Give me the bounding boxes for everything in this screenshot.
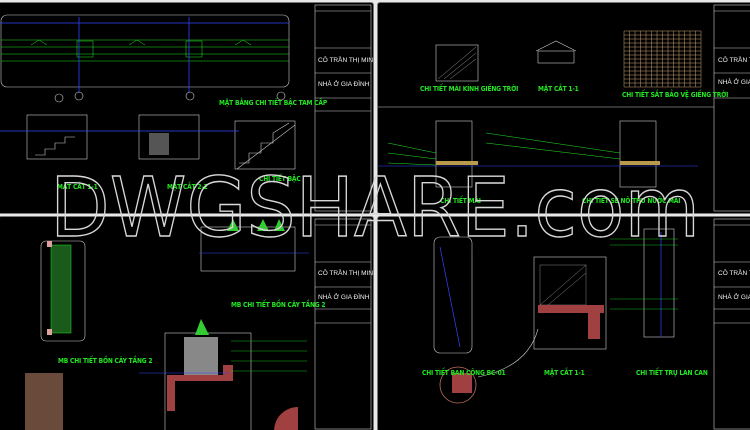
sheet-balcony-detail: CHI TIẾT BAN CÔNG BC-01 MẶT CẮT 1-1 CHI … <box>377 216 750 430</box>
balcony-drawing <box>433 218 750 430</box>
label-stair-plan: MẶT BẰNG CHI TIẾT BẬC TAM CẤP <box>219 99 328 107</box>
label-railing-post: CHI TIẾT TRỤ LAN CAN <box>636 369 708 377</box>
label-planter-elevation: MB CHI TIẾT BỒN CÂY TẦNG 2 <box>231 301 326 309</box>
label-gutter-detail: CHI TIẾT SÊ NÔ THU NƯỚC MÁI <box>582 197 681 205</box>
title-block-owner: CÔ TRẦN THỊ MINH <box>318 57 374 64</box>
label-step-detail: CHI TIẾT BẬC <box>259 175 301 183</box>
label-roof-detail: CHI TIẾT MÁI <box>440 197 481 205</box>
label-planter-plan: MB CHI TIẾT BỒN CÂY TẦNG 2 <box>58 357 153 365</box>
label-section-1-1: MẶT CẮT 1-1 <box>544 369 585 377</box>
title-block-owner: CÔ TRẦN THỊ MINH <box>718 270 750 277</box>
title-block-owner: CÔ TRẦN THỊ MINH <box>718 57 750 64</box>
sheet-skylight-detail: CHI TIẾT MÁI KÍNH GIẾNG TRỜI MẶT CẮT 1-1… <box>377 2 750 214</box>
label-balcony-detail: CHI TIẾT BAN CÔNG BC-01 <box>422 369 506 377</box>
label-section-1-1: MẶT CẮT 1-1 <box>57 183 98 191</box>
title-block-project: NHÀ Ở GIA ĐÌNH <box>318 81 370 88</box>
title-block-project: NHÀ Ở GIA ĐÌNH <box>318 294 370 301</box>
stair-drawing <box>0 4 372 212</box>
skylight-drawing <box>378 4 750 212</box>
label-section-1-1: MẶT CẮT 1-1 <box>538 85 579 93</box>
title-block-owner: CÔ TRẦN THỊ MINH <box>318 270 374 277</box>
label-skylight-grille: CHI TIẾT SẮT BẢO VỆ GIẾNG TRỜI <box>622 91 729 99</box>
planter-drawing <box>25 218 372 430</box>
label-skylight-roof: CHI TIẾT MÁI KÍNH GIẾNG TRỜI <box>420 85 519 93</box>
protective-grid <box>623 30 702 88</box>
label-section-2-2: MẶT CẮT 2-2 <box>167 183 208 191</box>
sheet-planter-detail: MB CHI TIẾT BỒN CÂY TẦNG 2 MB CHI TIẾT B… <box>0 216 374 430</box>
title-block-project: NHÀ Ở GIA ĐÌNH <box>718 79 750 86</box>
title-block-project: NHÀ Ở GIA ĐÌNH <box>718 294 750 301</box>
sheet-stair-detail: MẶT BẰNG CHI TIẾT BẬC TAM CẤP MẶT CẮT 1-… <box>0 2 374 214</box>
